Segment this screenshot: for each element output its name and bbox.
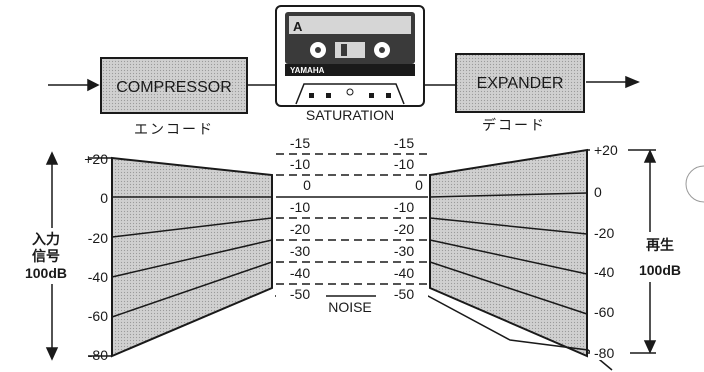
noise-label: NOISE (328, 299, 372, 315)
encode-label: エンコード (134, 121, 214, 137)
center-level-label: -15 (290, 135, 310, 151)
center-level-label: -40 (394, 265, 414, 281)
right-tick-label: -80 (594, 345, 614, 361)
left-tick-label: 0 (100, 190, 108, 206)
right-tick-label: -60 (594, 304, 614, 320)
center-level-label: -20 (290, 221, 310, 237)
expansion-trapezoid (430, 150, 587, 356)
center-level-label: -30 (290, 243, 310, 259)
input-range-label: 100dB (25, 265, 67, 281)
right-tick-label: -20 (594, 225, 614, 241)
right-tick-label: 0 (594, 184, 602, 200)
center-level-label: -20 (394, 221, 414, 237)
center-level-label: -15 (394, 135, 414, 151)
compression-trapezoid (112, 158, 272, 356)
left-tick-label: -80 (88, 347, 108, 363)
expander-block: EXPANDER (456, 54, 584, 112)
center-level-label: -10 (394, 199, 414, 215)
left-tick-label: +20 (84, 151, 108, 167)
center-level-label: -50 (290, 286, 310, 302)
saturation-label: SATURATION (306, 107, 394, 123)
compressor-block: COMPRESSOR (101, 58, 247, 113)
center-level-label: -10 (290, 199, 310, 215)
compressor-label: COMPRESSOR (116, 79, 232, 96)
center-level-label: 0 (303, 177, 311, 193)
cassette-side-label: A (293, 19, 303, 34)
playback-label: 再生 (646, 237, 674, 253)
left-tick-label: -40 (88, 269, 108, 285)
center-level-label: -10 (394, 156, 414, 172)
center-level-label: 0 (415, 177, 423, 193)
decode-label: デコード (482, 117, 546, 133)
center-level-label: -40 (290, 265, 310, 281)
center-level-label: -30 (394, 243, 414, 259)
center-level-label: -50 (394, 286, 414, 302)
input-signal-label: 信号 (32, 248, 60, 264)
page-edge-arc (686, 166, 704, 202)
left-tick-label: -20 (88, 230, 108, 246)
input-signal-label: 入力 (32, 231, 60, 247)
cassette-brand-label: YAMAHA (290, 66, 325, 75)
center-level-label: -10 (290, 156, 310, 172)
playback-range-label: 100dB (639, 262, 681, 278)
right-tick-label: +20 (594, 142, 618, 158)
cassette-icon: A YAMAHA (276, 6, 424, 106)
center-level-labels: -15 -15 -10 -10 0 0 -10 -10 -20 -20 -30 … (276, 135, 428, 302)
left-tick-label: -60 (88, 308, 108, 324)
expander-label: EXPANDER (477, 75, 564, 92)
right-tick-label: -40 (594, 264, 614, 280)
